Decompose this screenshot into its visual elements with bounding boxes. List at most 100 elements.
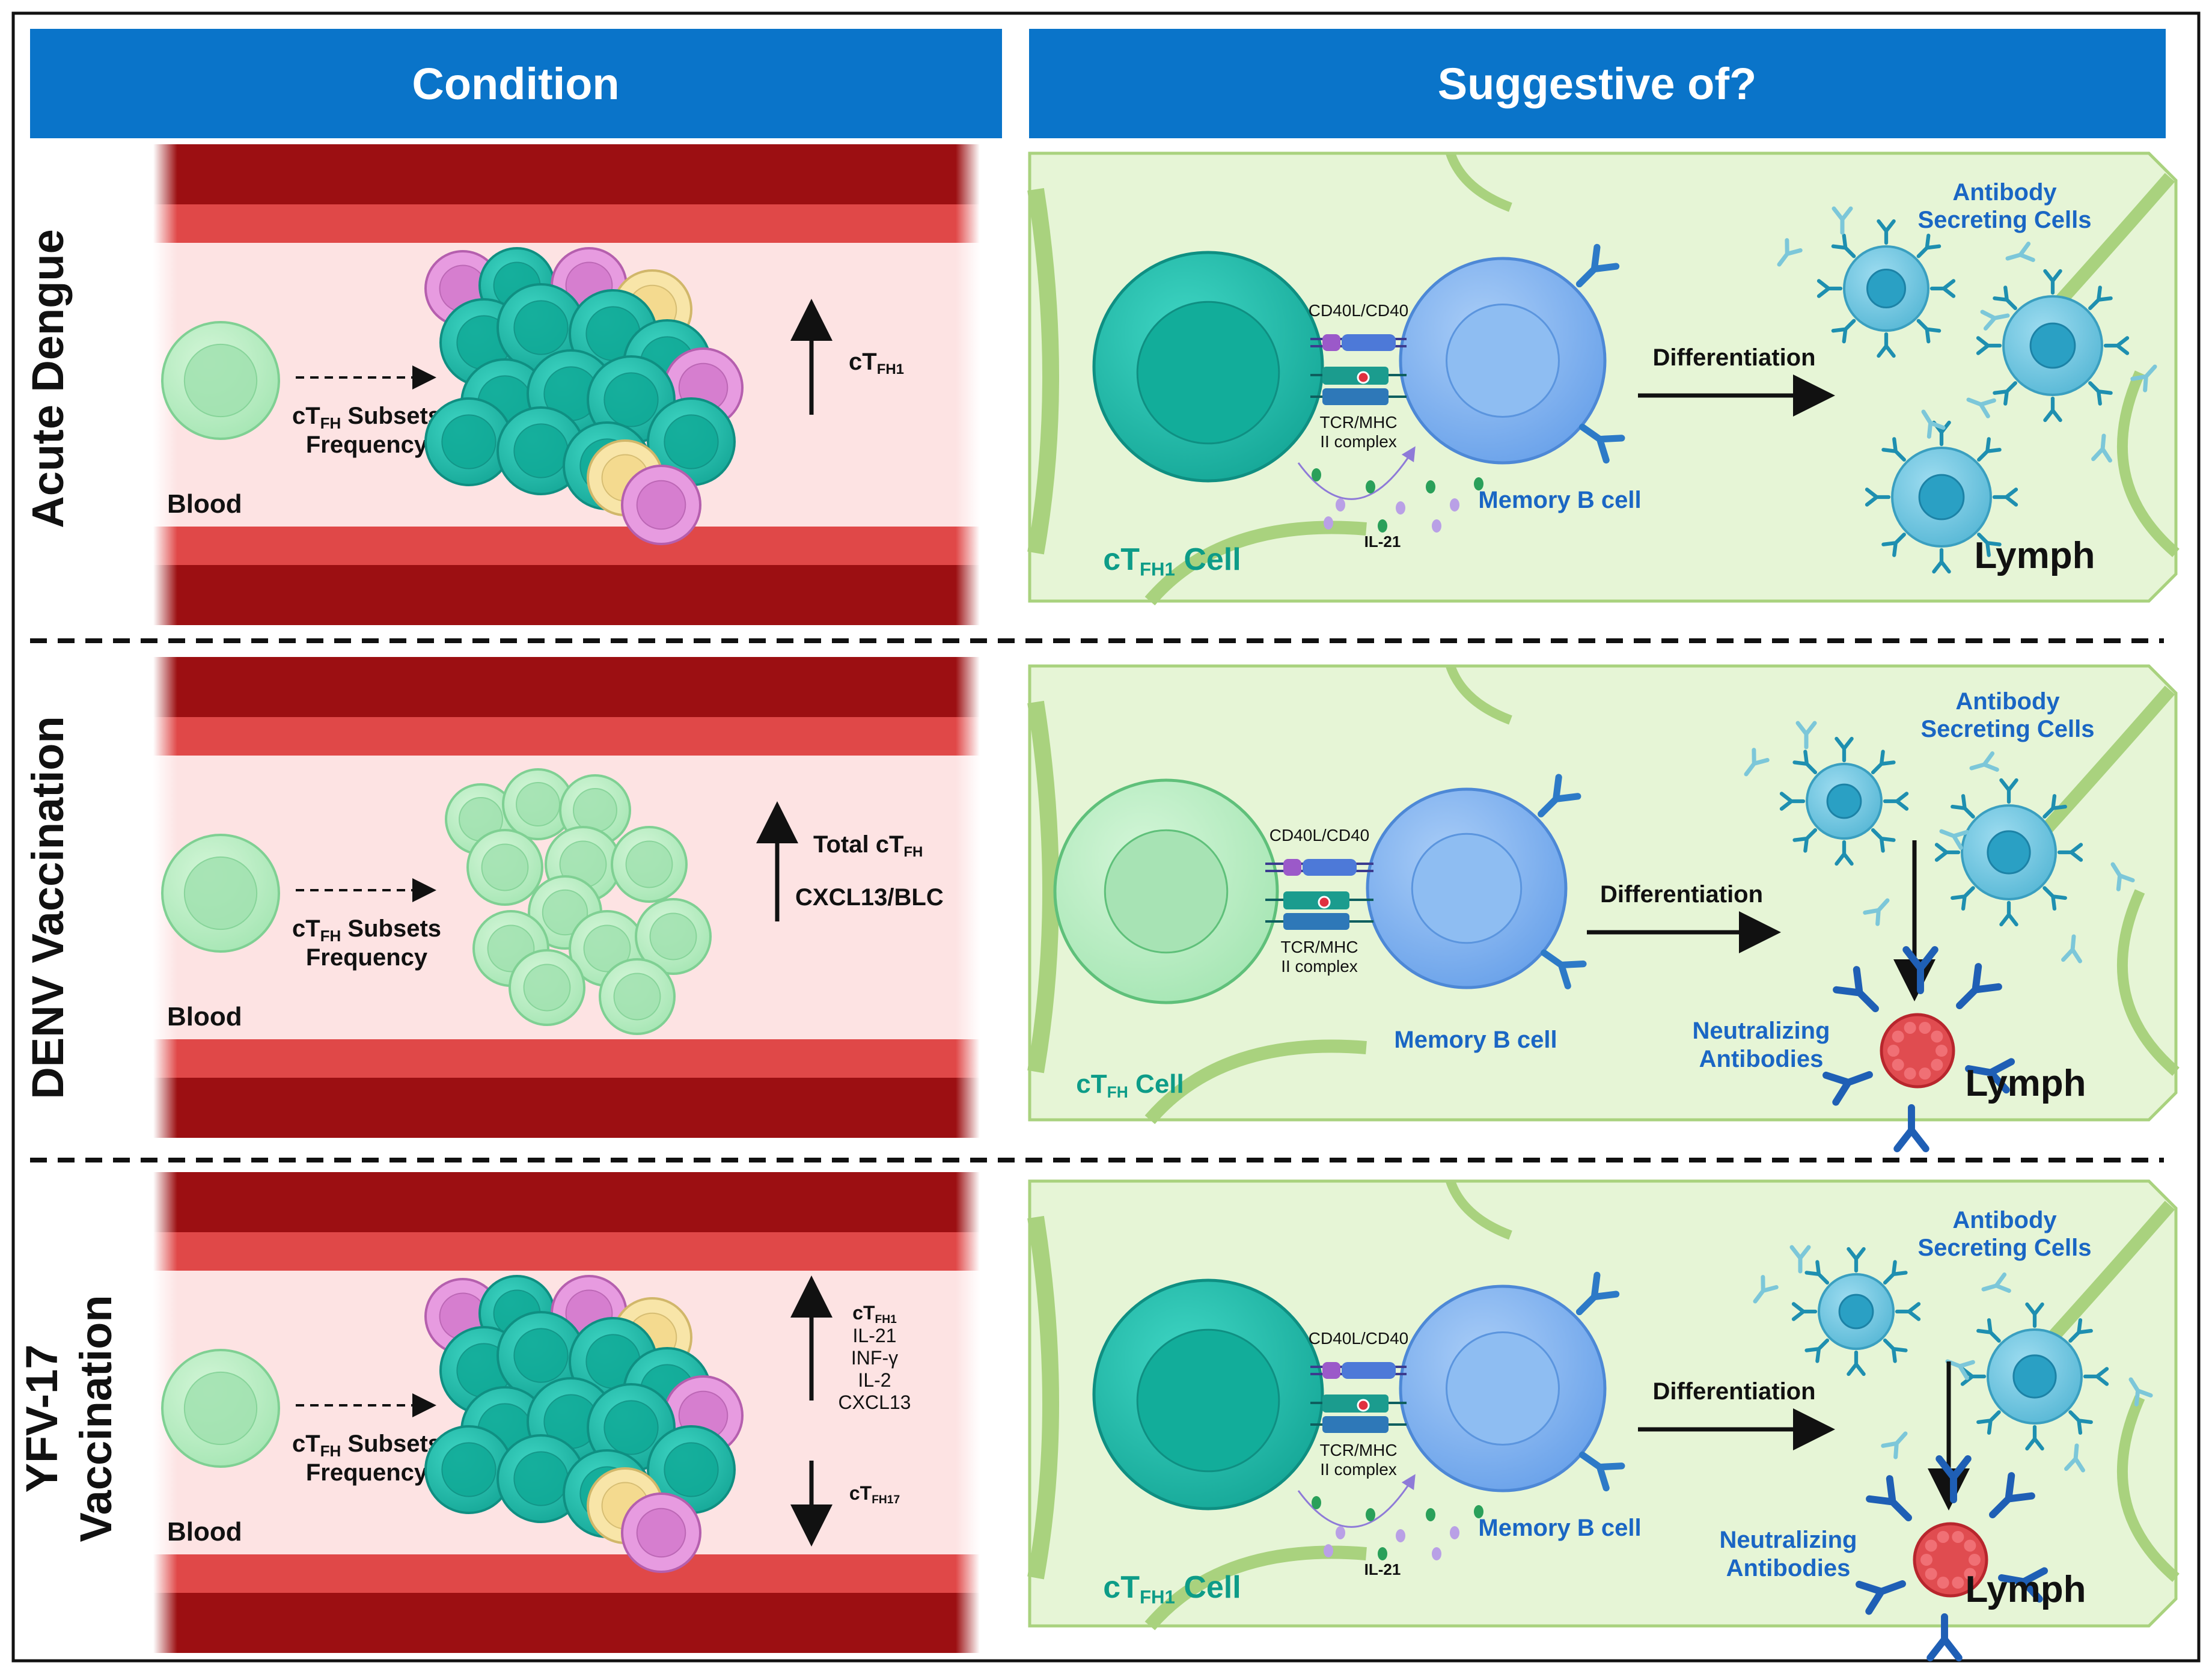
free-antibody-6-shape xyxy=(1863,898,1890,926)
blood-cell-6-nucleus xyxy=(542,889,588,936)
antibody-secreting-cell-0-ab-1-shape xyxy=(1871,750,1896,775)
virus-surface-0 xyxy=(1936,1045,1948,1057)
tfh-cell-nucleus xyxy=(1136,1328,1280,1473)
virus-surface-8 xyxy=(1919,1021,1931,1034)
antibody-secreting-cell-2-nucleus xyxy=(1918,474,1965,521)
antibody-secreting-cell-1-ab-7 xyxy=(1993,286,2017,310)
virus-surface-4 xyxy=(1892,1058,1904,1071)
blood-cell-9-nucleus xyxy=(649,912,697,961)
neutralizing-antibody-5 xyxy=(1902,946,1939,994)
antibody-secreting-cell-0-ab-5-shape xyxy=(1831,319,1856,344)
free-antibody-6 xyxy=(2130,364,2157,393)
antibody-secreting-cell-1-ab-1-shape xyxy=(2068,1318,2093,1343)
il21-dot-5 xyxy=(1450,498,1459,512)
free-antibody-1-shape xyxy=(1777,238,1803,267)
blood-cell-17-nucleus xyxy=(636,480,686,530)
free-antibody-3 xyxy=(1966,397,1996,418)
antibody-secreting-cell-0-ab-7-shape xyxy=(1804,1260,1830,1285)
antibody-secreting-cell-0-ab-7 xyxy=(1804,1260,1830,1285)
asc-label-2: Secreting Cells xyxy=(1917,1235,2091,1261)
antibody-secreting-cell-1 xyxy=(1960,1302,2109,1451)
antibody-secreting-cell-0-ab-3-shape xyxy=(1916,319,1942,344)
tfh-cell-label: cTFH Cell xyxy=(1076,1069,1184,1101)
il21-dot-8 xyxy=(1378,519,1387,533)
cd40-molecule xyxy=(1342,1362,1396,1379)
increase-label-0: cTFH1 xyxy=(852,1302,897,1326)
neutralizing-antibody-4 xyxy=(1893,1104,1929,1152)
il21-dot-6 xyxy=(1474,1505,1483,1518)
blood-cell-3-nucleus xyxy=(481,843,529,891)
neutralizing-antibody-0-shape xyxy=(1866,1475,1912,1521)
blood-cell-5-nucleus xyxy=(513,300,569,355)
il21-dot-7 xyxy=(1324,1544,1333,1557)
blood-cell-5-nucleus xyxy=(513,1328,569,1383)
subsets-label: cTFH Subsets xyxy=(292,1431,441,1460)
antibody-secreting-cell-0-ab-2 xyxy=(1929,279,1956,298)
neutralizing-antibody-2-shape xyxy=(1965,1058,2015,1094)
blood-cell-8-nucleus xyxy=(583,924,631,973)
antibody-secreting-cell-0-ab-3-shape xyxy=(1883,1338,1908,1363)
neutralizing-antibody-3 xyxy=(1856,1580,1906,1615)
neutralizing-antibody-3-shape xyxy=(1822,1071,1873,1106)
free-antibody-7-shape xyxy=(1980,310,2010,331)
blood-cell-10-nucleus xyxy=(523,964,571,1012)
virus-surface-8 xyxy=(1952,1530,1964,1543)
antibody-secreting-cell-0-ab-0 xyxy=(1847,1247,1866,1273)
antibody-secreting-cell-0-ab-7-shape xyxy=(1792,750,1818,775)
blood-cell-17-nucleus xyxy=(636,1507,686,1558)
virus-surface-5 xyxy=(1887,1045,1899,1057)
antibody-secreting-cell-1-ab-7-shape xyxy=(1976,1318,2001,1343)
tfh-cell-label-tail: Cell xyxy=(1175,1570,1241,1605)
blood-cell-13-nucleus xyxy=(513,1451,569,1506)
antigen-peptide xyxy=(1318,896,1331,909)
virus-surface-3 xyxy=(1904,1068,1916,1080)
differentiation-label: Differentiation xyxy=(1652,1378,1815,1405)
b-cell-receptor-bottom-shape xyxy=(1579,1451,1625,1492)
antibody-secreting-cell-0-ab-4-shape xyxy=(1847,1350,1866,1376)
memory-b-cell-label: Memory B cell xyxy=(1394,1027,1557,1053)
suggestive-header-bar xyxy=(1029,29,2166,138)
cd40-label: CD40L/CD40 xyxy=(1309,301,1409,320)
neutralizing-antibody-2 xyxy=(1998,1567,2049,1603)
antibody-secreting-cell-1-ab-2 xyxy=(2103,336,2130,355)
antibody-secreting-cell-1-ab-0-shape xyxy=(1999,778,2018,804)
subsets-label-tail: Subsets xyxy=(341,915,441,942)
single-tfh-cell-nucleus xyxy=(183,856,258,930)
increase-label-0: Total cTFH xyxy=(813,831,923,860)
neutralizing-label-2: Antibodies xyxy=(1699,1046,1824,1072)
vessel-fade-right xyxy=(956,144,980,625)
neutralizing-label-1: Neutralizing xyxy=(1720,1527,1857,1553)
mhc-molecule xyxy=(1283,913,1349,930)
antibody-secreting-cell-1-ab-2 xyxy=(2057,843,2083,862)
tfh-cell-label-tail: Cell xyxy=(1128,1069,1184,1099)
neutralizing-antibody-5-shape xyxy=(1902,946,1939,994)
antibody-secreting-cell-1-ab-0 xyxy=(2025,1302,2044,1328)
asc-label-1: Antibody xyxy=(1952,1207,2057,1233)
increase-label-0-main: Total cT xyxy=(813,831,903,858)
antibody-secreting-cell-0-ab-5-shape xyxy=(1804,1338,1830,1363)
vessel-fade-right xyxy=(956,1172,980,1653)
lymph-vein-left xyxy=(1027,188,1059,555)
tfh-cell-label-main: cT xyxy=(1103,542,1140,577)
antibody-secreting-cell-0-ab-0 xyxy=(1877,219,1896,245)
il21-dot-2 xyxy=(1366,480,1375,493)
antibody-secreting-cell-0-ab-4-shape xyxy=(1835,840,1854,866)
il21-dot-3 xyxy=(1396,1529,1405,1542)
antibody-secreting-cell-0-ab-5-shape xyxy=(1792,828,1818,853)
vessel-wall-top-mid xyxy=(153,1232,980,1271)
increase-label-2: INF-γ xyxy=(851,1347,898,1369)
free-antibody-5 xyxy=(2064,1443,2085,1473)
tcr-label-1: TCR/MHC xyxy=(1319,1441,1397,1459)
antibody-secreting-cell-0-ab-2-shape xyxy=(1929,279,1956,298)
neutralizing-antibody-0 xyxy=(1833,966,1879,1012)
antibody-secreting-cell-2-ab-1-shape xyxy=(1977,437,2002,462)
increase-label-3: IL-2 xyxy=(858,1369,891,1391)
free-antibody-5 xyxy=(2091,433,2112,463)
blood-cell-12-nucleus xyxy=(441,414,496,469)
antibody-secreting-cell-1-ab-5-shape xyxy=(1976,1410,2001,1435)
il21-dot-9 xyxy=(1432,1547,1441,1560)
virus-surface-1 xyxy=(1931,1058,1943,1071)
vessel-wall-top-mid xyxy=(153,204,980,243)
antibody-secreting-cell-0 xyxy=(1779,736,1909,866)
